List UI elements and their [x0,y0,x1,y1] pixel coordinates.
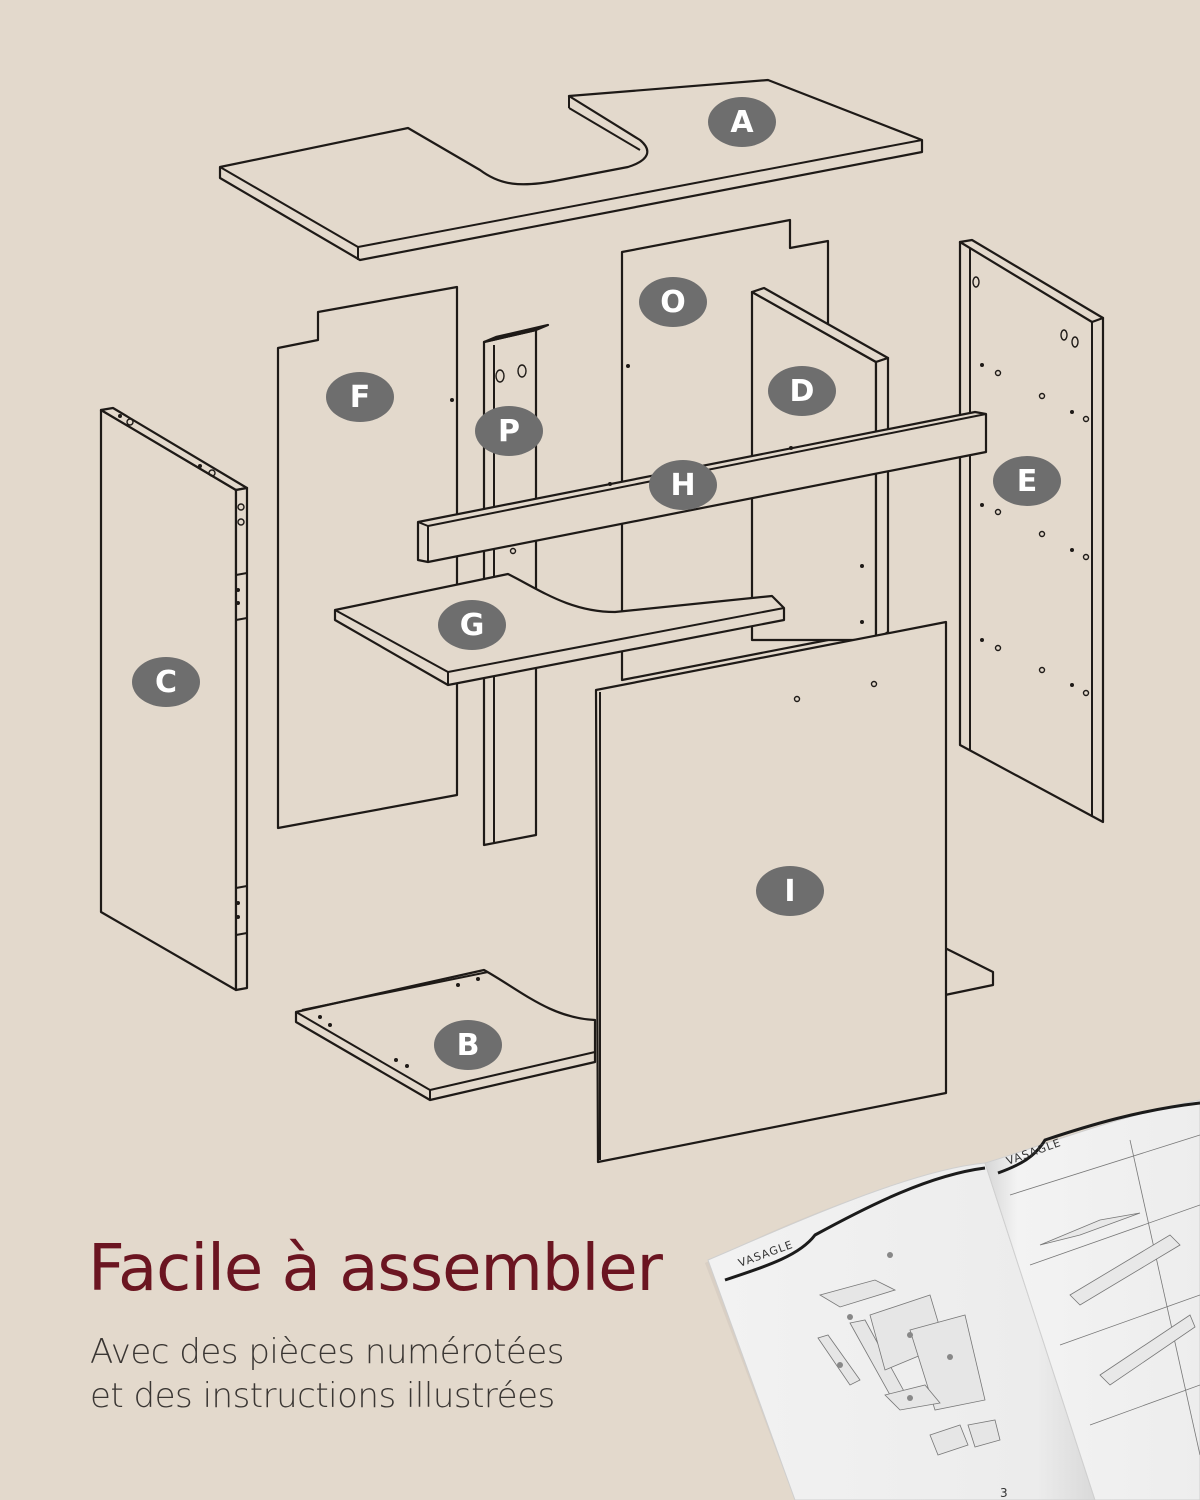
part-label-h: H [649,460,717,510]
part-g-shelf [333,572,786,687]
headline: Facile à assembler [88,1232,663,1306]
part-label-e: E [993,456,1061,506]
part-f-panel [276,285,459,830]
part-label-g: G [438,600,506,650]
part-label-i: I [756,866,824,916]
part-a-top [218,78,924,262]
part-label-p: P [475,406,543,456]
subtitle-line-2: et des instructions illustrées [90,1376,555,1416]
part-label-b: B [434,1020,502,1070]
booklet-page-number: 3 [1000,1486,1008,1500]
subtitle: Avec des pièces numérotées et des instru… [90,1330,564,1418]
part-e-panel [958,238,1105,824]
instruction-booklet-image: VASAGLE VASAGLE 3 [705,1099,1200,1500]
part-label-d: D [768,366,836,416]
part-label-o: O [639,277,707,327]
part-label-f: F [326,372,394,422]
part-label-a: A [708,97,776,147]
subtitle-line-1: Avec des pièces numérotées [90,1332,564,1372]
part-label-c: C [132,657,200,707]
